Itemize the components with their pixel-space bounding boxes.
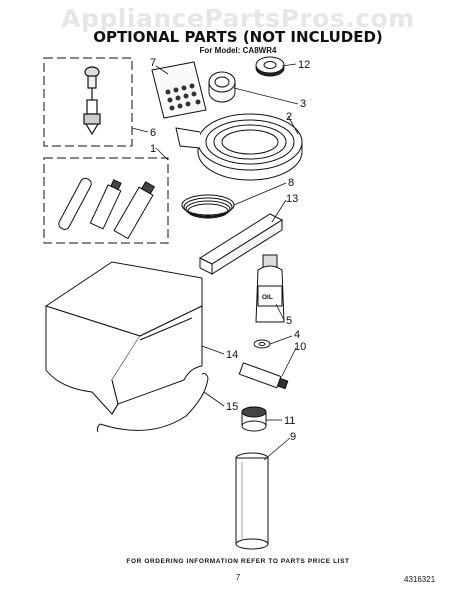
caulk-tube [238, 362, 289, 390]
callout-5: 5 [286, 315, 292, 327]
callout-11: 11 [284, 415, 295, 427]
ordering-info-note: FOR ORDERING INFORMATION REFER TO PARTS … [126, 558, 350, 565]
tie-cord [96, 373, 209, 433]
model-line: For Model: CA8WR4 [199, 46, 277, 55]
callout-9: 9 [290, 431, 296, 443]
tube-large [113, 181, 156, 240]
callout-4: 4 [294, 329, 300, 341]
spray-can [235, 452, 269, 550]
tape-roll-small [255, 56, 285, 77]
page-number: 7 [235, 573, 241, 582]
callout-12: 12 [298, 59, 310, 71]
callout-6: 6 [150, 127, 156, 139]
callout-10: 10 [294, 341, 306, 353]
callout-3: 3 [300, 98, 306, 110]
foam-strip-roll [208, 71, 236, 103]
oil-bottle-label: OIL [262, 294, 273, 301]
callout-8: 8 [288, 177, 294, 189]
page-title: OPTIONAL PARTS (NOT INCLUDED) [93, 28, 383, 46]
callout-14: 14 [226, 349, 238, 361]
unit-cover [44, 261, 203, 415]
tube-small [89, 179, 122, 230]
screw-bag [151, 61, 207, 119]
foam-block [198, 213, 284, 275]
watermark: AppliancePartsPros.com [61, 4, 415, 33]
service-valve [83, 66, 101, 136]
valve-kit-box [43, 57, 133, 147]
cleaner-stick [58, 177, 92, 230]
oil-bottle [255, 254, 285, 323]
small-can [241, 406, 267, 432]
callout-7: 7 [150, 57, 156, 69]
callout-1: 1 [150, 143, 156, 155]
small-gasket [253, 339, 271, 349]
gasket-roll [175, 113, 303, 181]
callout-15: 15 [226, 401, 238, 413]
document-number: 4316321 [404, 575, 436, 584]
leader-lines [131, 63, 299, 461]
coiled-cord [181, 194, 235, 219]
callout-2: 2 [286, 111, 292, 123]
callout-13: 13 [286, 193, 298, 205]
